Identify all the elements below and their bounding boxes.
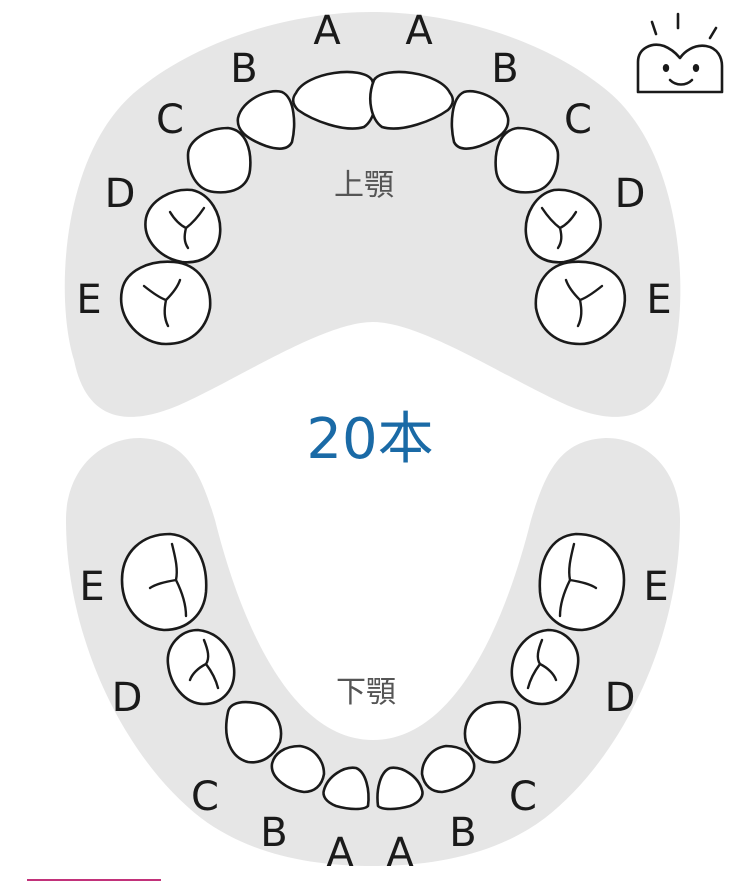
upper-right-tooth-a (369, 70, 455, 130)
upper-left-letter-c: C (156, 97, 184, 143)
upper-right-tooth-c (494, 126, 560, 194)
lower-right-tooth-d-fissure (526, 638, 558, 690)
lower-left-letter-c: C (191, 774, 219, 820)
upper-left-tooth-b (236, 89, 296, 150)
lower-left-tooth-b (270, 744, 326, 794)
lower-left-letter-a: A (326, 830, 354, 876)
lower-right-tooth-e-fissure (558, 542, 598, 618)
lower-left-letter-b: B (260, 810, 287, 856)
upper-left-tooth-a (291, 70, 377, 130)
lower-right-letter-a: A (386, 830, 414, 876)
upper-gum (64, 12, 681, 417)
lower-left-tooth-d-fissure (188, 638, 220, 690)
upper-left-letter-d: D (105, 171, 136, 217)
lower-right-tooth-c (463, 700, 522, 764)
upper-left-tooth-e-fissure (142, 278, 182, 328)
lower-right-letter-d: D (605, 675, 636, 721)
lower-right-tooth-b (420, 744, 476, 794)
upper-right-letter-a: A (405, 8, 433, 54)
smiling-tooth-icon (636, 12, 724, 94)
lower-jaw-label: 下顎 (336, 675, 396, 710)
lower-left-tooth-c (224, 700, 283, 764)
tooth-count-label: 20本 (306, 407, 433, 472)
lower-left-letter-d: D (112, 675, 143, 721)
lower-right-letter-b: B (449, 810, 476, 856)
upper-right-tooth-d-fissure (540, 206, 578, 250)
lower-right-letter-e: E (643, 564, 668, 610)
upper-right-tooth-b (450, 89, 510, 150)
lower-gum (66, 438, 680, 866)
upper-left-letter-b: B (230, 46, 257, 92)
upper-jaw-label: 上顎 (334, 168, 394, 203)
upper-left-tooth-c (186, 126, 252, 194)
upper-right-letter-d: D (615, 171, 646, 217)
upper-left-letter-a: A (313, 8, 341, 54)
lower-left-tooth-e-fissure (148, 542, 188, 618)
link-underline (27, 879, 161, 881)
upper-right-letter-c: C (564, 97, 592, 143)
lower-left-tooth-a (322, 766, 370, 811)
upper-jaw: A B C D E A B C D E 上顎 (64, 8, 681, 417)
lower-right-tooth-a (376, 766, 424, 811)
upper-left-tooth-d-fissure (168, 206, 206, 250)
lower-jaw: A B C D E A B C D E 下顎 (66, 438, 680, 876)
lower-left-letter-e: E (79, 564, 104, 610)
upper-right-tooth-e-fissure (564, 278, 604, 328)
upper-right-letter-b: B (491, 46, 518, 92)
upper-right-letter-e: E (646, 277, 671, 323)
upper-left-letter-e: E (76, 277, 101, 323)
lower-right-letter-c: C (509, 774, 537, 820)
